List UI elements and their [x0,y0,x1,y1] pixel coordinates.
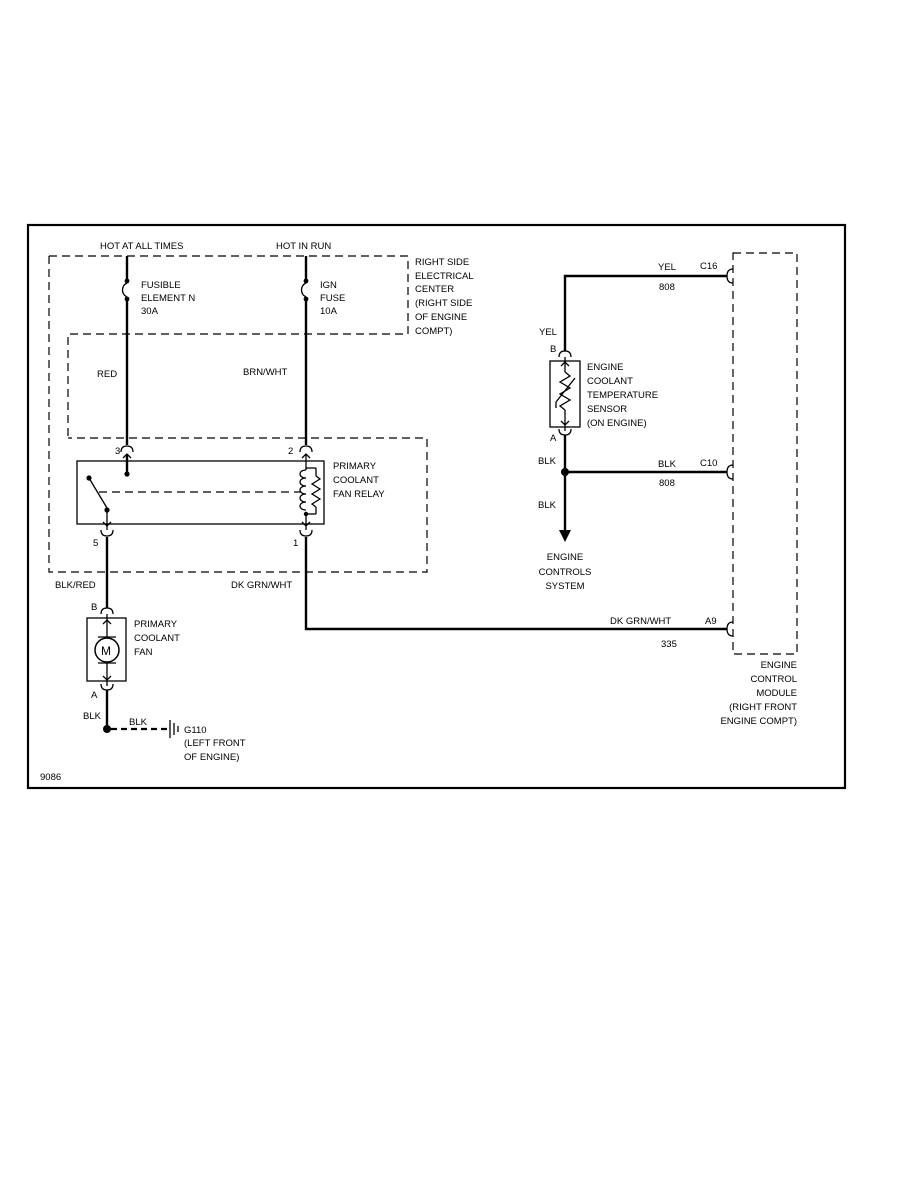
sensor-connector-b [558,350,572,358]
svg-text:SENSOR: SENSOR [587,404,627,415]
relay-block-outline [48,256,428,573]
arrow-engine-controls [559,530,571,542]
fan-label: PRIMARY COOLANT FAN [134,619,180,658]
relay-connector-5 [100,529,114,537]
fan-connector-b [100,607,114,615]
wire-label-red: RED [97,369,117,380]
wire-label-yel-top: YEL [658,262,676,273]
label-hot-in-run: HOT IN RUN [276,241,331,252]
ecm-label: ENGINE CONTROL MODULE (RIGHT FRONT ENGIN… [720,660,797,727]
ign-fuse-label: IGN FUSE 10A [320,280,345,317]
sensor-pin-b: B [550,344,556,355]
fan-pin-b: B [91,602,97,613]
ecm-connector-c16 [726,268,734,284]
svg-text:COOLANT: COOLANT [333,475,379,486]
splice-fan-ground [103,725,111,733]
fuse-block-outline [49,255,409,438]
ecm-pin-a9: A9 [705,616,717,627]
wire-label-blk-right: BLK [658,459,677,470]
thermistor [555,357,576,431]
relay-pin-5: 5 [93,538,98,549]
circuit-808-mid: 808 [659,478,675,489]
wire-label-blk-ground: BLK [129,717,148,728]
svg-text:CONTROLS: CONTROLS [539,567,592,578]
wire-label-yel-sensor: YEL [539,327,557,338]
wire-yel [563,274,727,351]
wire-label-dk-grn-wht-right: DK GRN/WHT [610,616,671,627]
svg-text:ENGINE: ENGINE [761,660,797,671]
relay-switch [86,454,130,530]
wire-label-blk-down: BLK [538,500,557,511]
ecm-outline [732,252,798,655]
fan-pin-a: A [91,690,98,701]
svg-text:10A: 10A [320,306,338,317]
relay-connector-1 [299,529,313,537]
ign-fuse [300,256,309,445]
ecm-pin-c16: C16 [700,261,717,272]
svg-text:ELEMENT N: ELEMENT N [141,293,195,304]
svg-text:ENGINE COMPT): ENGINE COMPT) [720,716,797,727]
fusible-element-n [121,256,130,445]
circuit-808-top: 808 [659,282,675,293]
svg-text:CONTROL: CONTROL [751,674,797,685]
relay-pin-2: 2 [288,446,293,457]
relay-label: PRIMARY COOLANT FAN RELAY [333,461,385,500]
circuit-335: 335 [661,639,677,650]
svg-text:30A: 30A [141,306,159,317]
engine-controls-label: ENGINE CONTROLS SYSTEM [539,552,592,592]
wire-dk-grn-wht [304,537,727,631]
svg-text:OF ENGINE: OF ENGINE [415,312,467,323]
svg-text:FAN: FAN [134,647,153,658]
svg-text:FAN RELAY: FAN RELAY [333,489,385,500]
wire-label-blk-fan: BLK [83,711,102,722]
ground-symbol [169,720,179,738]
wire-label-brn-wht: BRN/WHT [243,367,288,378]
svg-text:FUSE: FUSE [320,293,345,304]
ecm-connector-a9 [726,621,734,637]
svg-text:TEMPERATURE: TEMPERATURE [587,390,658,401]
svg-text:CENTER: CENTER [415,284,454,295]
svg-text:FUSIBLE: FUSIBLE [141,280,181,291]
svg-text:ENGINE: ENGINE [547,552,583,563]
wire-label-blk-red: BLK/RED [55,580,96,591]
svg-text:COOLANT: COOLANT [134,633,180,644]
svg-text:(RIGHT SIDE: (RIGHT SIDE [415,298,472,309]
svg-text:RIGHT SIDE: RIGHT SIDE [415,257,469,268]
svg-text:OF ENGINE): OF ENGINE) [184,752,239,763]
relay-body [76,460,325,525]
sensor-pin-a: A [550,433,557,444]
ecm-pin-c10: C10 [700,458,717,469]
svg-text:COOLANT: COOLANT [587,376,633,387]
figure-number: 9086 [40,772,61,783]
diagram-frame [26,223,847,790]
svg-text:IGN: IGN [320,280,337,291]
svg-text:G110: G110 [184,725,207,736]
label-hot-at-all-times: HOT AT ALL TIMES [100,241,183,252]
svg-text:(LEFT FRONT: (LEFT FRONT [184,738,246,749]
relay-coil [299,454,322,530]
ground-label: G110 (LEFT FRONT OF ENGINE) [184,725,246,763]
svg-text:SYSTEM: SYSTEM [545,581,584,592]
motor-symbol: M [101,644,111,658]
svg-text:PRIMARY: PRIMARY [333,461,377,472]
wire-label-blk-sensor: BLK [538,456,557,467]
svg-text:ELECTRICAL: ELECTRICAL [415,271,474,282]
ecm-connector-c10 [726,464,734,480]
svg-text:MODULE: MODULE [756,688,797,699]
relay-pin-3: 3 [115,446,120,457]
wire-label-dk-grn-wht-left: DK GRN/WHT [231,580,292,591]
relay-pin-1: 1 [293,538,298,549]
fan-motor: M [94,614,120,686]
svg-text:(ON ENGINE): (ON ENGINE) [587,418,647,429]
fusible-element-label: FUSIBLE ELEMENT N 30A [141,280,195,317]
svg-text:COMPT): COMPT) [415,326,452,337]
svg-text:ENGINE: ENGINE [587,362,623,373]
svg-text:PRIMARY: PRIMARY [134,619,178,630]
sensor-label: ENGINE COOLANT TEMPERATURE SENSOR (ON EN… [587,362,658,429]
svg-text:(RIGHT FRONT: (RIGHT FRONT [729,702,797,713]
fuse-block-label: RIGHT SIDE ELECTRICAL CENTER (RIGHT SIDE… [415,257,474,337]
